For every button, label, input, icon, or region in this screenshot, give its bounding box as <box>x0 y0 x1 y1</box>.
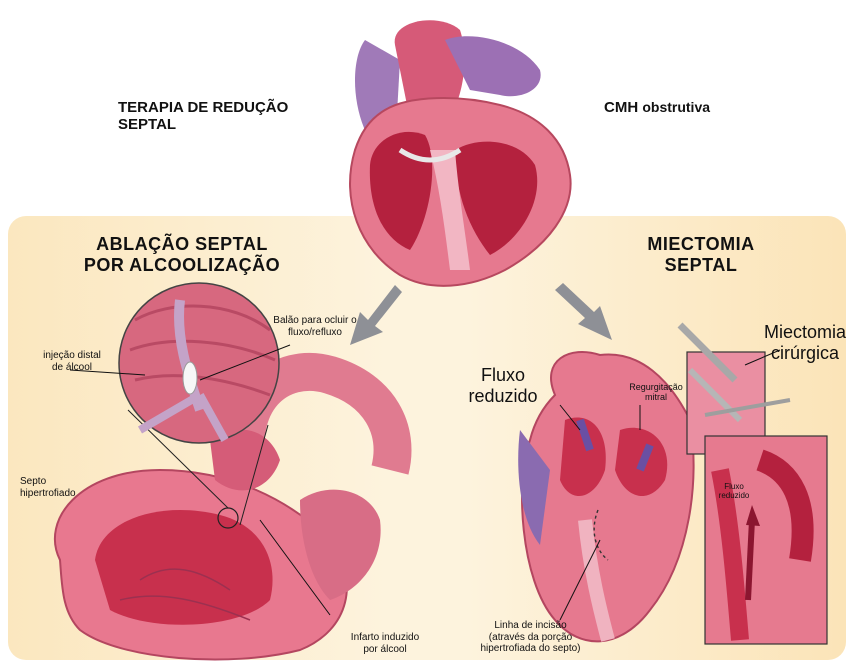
incision-label: Linha de incisão (através da porção hipe… <box>468 620 593 655</box>
regurgitation-label: Regurgitação mitral <box>624 382 688 403</box>
left-header-title: TERAPIA DE REDUÇÃO SEPTAL <box>118 99 288 134</box>
septum-label: Septo hipertrofiado <box>20 476 100 499</box>
myectomy-title: MIECTOMIA SEPTAL <box>626 234 776 275</box>
balloon-label: Balão para ocluir o fluxo/refluxo <box>270 315 360 338</box>
central-heart-illustration <box>350 20 571 286</box>
procedure-arrows <box>350 283 612 345</box>
right-header-rest: obstrutiva <box>642 99 710 115</box>
surgical-myectomy-label: Miectomia cirúrgica <box>762 322 848 363</box>
injection-label: injeção distal de álcool <box>40 350 104 373</box>
ablation-title: ABLAÇÃO SEPTAL POR ALCOOLIZAÇÃO <box>62 234 302 275</box>
infarct-label: Infarto induzido por álcool <box>340 632 430 655</box>
inset-reduced-flow-label: Fluxo reduzido <box>712 482 756 500</box>
reduced-flow-label: Fluxo reduzido <box>462 365 544 406</box>
right-header-title: CMH obstrutiva <box>604 99 710 116</box>
right-header-bold: CMH <box>604 99 638 116</box>
